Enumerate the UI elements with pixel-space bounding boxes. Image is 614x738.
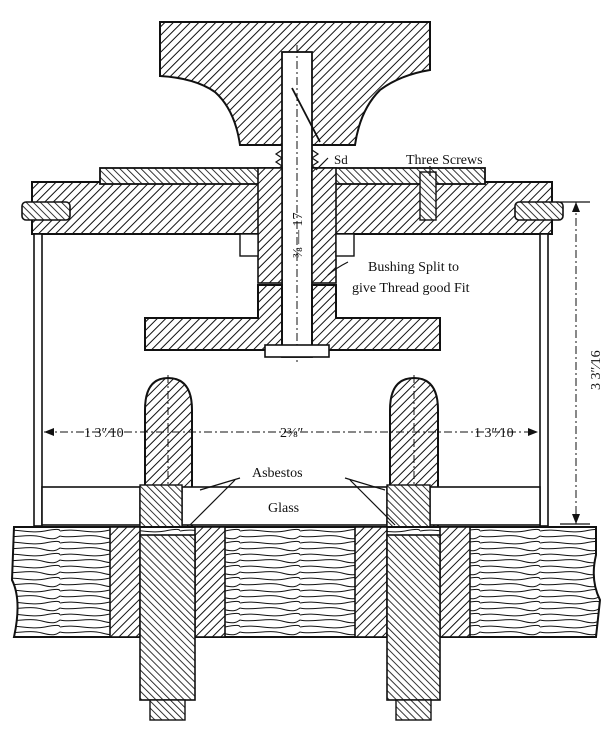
label-three-screws: Three Screws [406,153,483,168]
width-dimension-line [44,428,538,436]
label-sd: Sd [334,152,348,167]
pressure-plate [144,284,441,358]
glass-plate [41,484,541,528]
lid-set-screw [419,171,437,221]
right-lid-screw [514,201,564,221]
label-bushing-line1: Bushing Split to [368,260,459,275]
leader-lines [189,157,431,526]
label-right-width: 1 3″⁄10 [474,426,514,441]
label-glass: Glass [268,501,299,516]
label-height-dim: 3 3″⁄16 [589,350,604,390]
label-asbestos: Asbestos [252,466,303,481]
split-bushing [239,167,355,284]
label-center-width: 2⅜″ [280,426,304,441]
label-bushing-line2: give Thread good Fit [352,281,470,296]
left-lid-screw [21,201,71,221]
label-left-width: 1 3″⁄10 [84,426,124,441]
label-thread-spec: ⅜ — 17 [291,213,306,259]
wood-base [10,526,602,638]
right-bolt [354,526,471,721]
height-dimension-line [560,201,590,525]
left-bolt [109,526,226,721]
